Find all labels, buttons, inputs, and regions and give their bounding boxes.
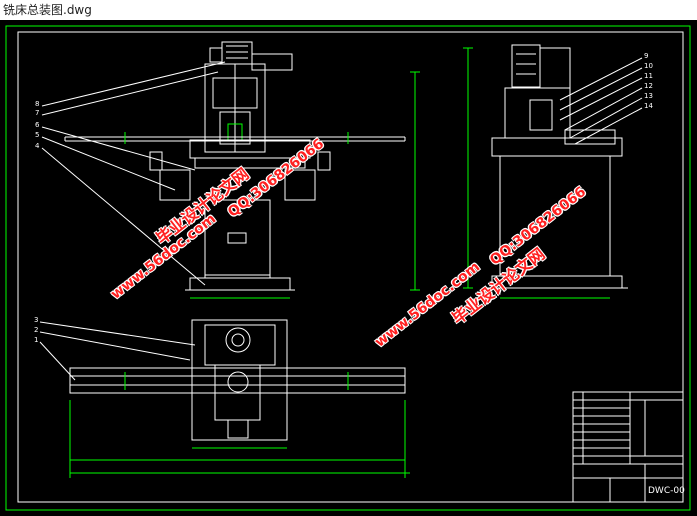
title-block bbox=[572, 391, 684, 503]
part-label: 11 bbox=[644, 72, 653, 80]
part-label: 2 bbox=[34, 326, 39, 334]
inner-border bbox=[17, 31, 684, 503]
front-view bbox=[41, 41, 420, 299]
drawing-canvas[interactable]: 8 7 6 5 4 9 10 11 12 13 14 3 2 1 DWC-00 … bbox=[0, 20, 697, 516]
part-label: 6 bbox=[35, 121, 40, 129]
side-motor bbox=[511, 44, 541, 88]
cad-drawing bbox=[5, 25, 691, 511]
part-label: 10 bbox=[644, 62, 653, 70]
part-label: 8 bbox=[35, 100, 40, 108]
plan-view bbox=[39, 319, 410, 478]
part-label: 13 bbox=[644, 92, 653, 100]
window-title: 铣床总装图.dwg bbox=[3, 3, 92, 17]
part-label: 4 bbox=[35, 142, 40, 150]
part-label: 9 bbox=[644, 52, 649, 60]
motor-body bbox=[221, 41, 253, 65]
outer-border bbox=[5, 25, 691, 511]
part-label: 14 bbox=[644, 102, 653, 110]
part-label: 5 bbox=[35, 131, 40, 139]
part-label: 1 bbox=[34, 336, 39, 344]
plan-base bbox=[191, 319, 288, 441]
part-label: 12 bbox=[644, 82, 653, 90]
part-label: 3 bbox=[34, 316, 39, 324]
side-view bbox=[463, 44, 643, 299]
drawing-number: DWC-00 bbox=[648, 486, 685, 496]
window-title-bar: 铣床总装图.dwg bbox=[0, 0, 697, 20]
part-label: 7 bbox=[35, 109, 40, 117]
base-cabinet bbox=[204, 199, 271, 276]
